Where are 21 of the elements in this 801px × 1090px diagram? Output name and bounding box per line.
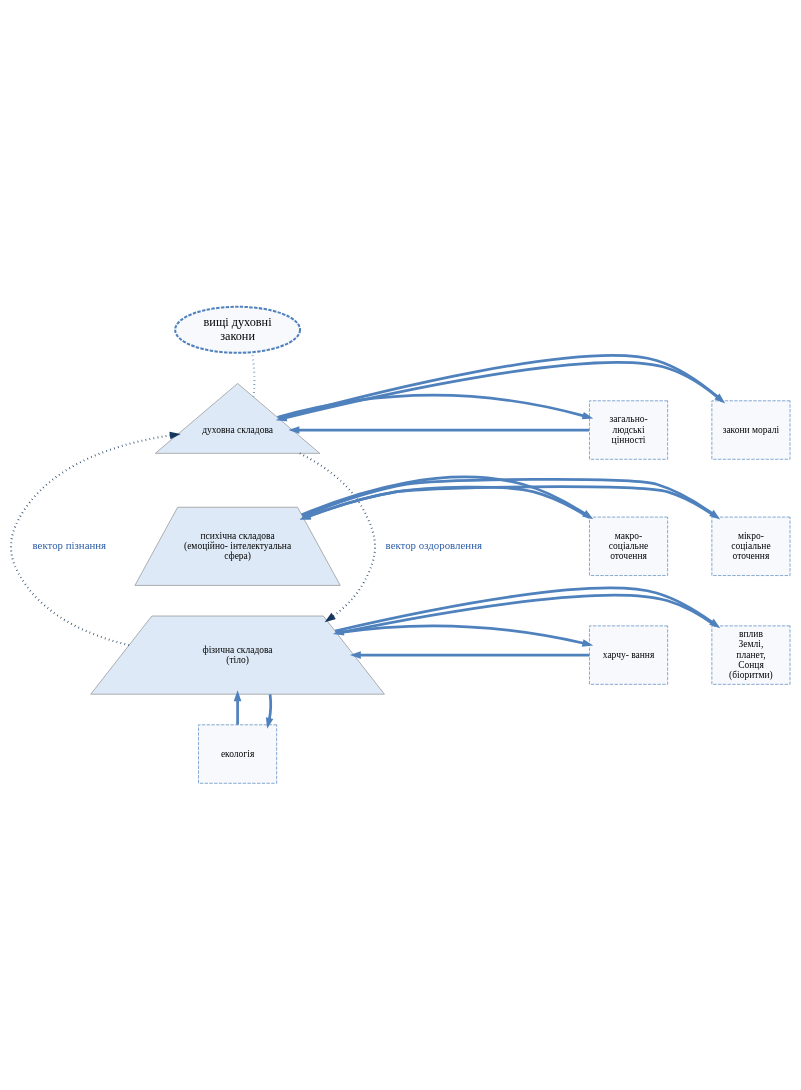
arrow bbox=[233, 690, 242, 725]
arrow bbox=[299, 452, 376, 623]
edge-label: вектор оздоровлення bbox=[385, 538, 482, 551]
node-box: харчу- вання bbox=[589, 625, 668, 685]
arrow bbox=[288, 426, 590, 434]
node-ellipse: вищі духовні закони bbox=[174, 305, 302, 354]
arrow bbox=[299, 485, 590, 520]
arrow bbox=[349, 651, 590, 659]
arrow bbox=[10, 431, 181, 647]
arrow bbox=[332, 593, 717, 636]
node-box: екологія bbox=[198, 724, 278, 784]
node-box: загально- людські цінності bbox=[589, 400, 668, 460]
node-box: вплив Землі, планет, Сонця (біоритми) bbox=[711, 625, 791, 685]
arrow bbox=[265, 694, 274, 729]
node-box: макро- соціальне оточення bbox=[589, 516, 668, 576]
connector bbox=[250, 352, 256, 398]
node-box: мікро- соціальне оточення bbox=[711, 516, 791, 576]
edge-label: вектор пізнання bbox=[32, 538, 107, 551]
arrow bbox=[334, 586, 721, 633]
arrow bbox=[277, 393, 594, 420]
node-box: закони моралі bbox=[711, 400, 791, 460]
